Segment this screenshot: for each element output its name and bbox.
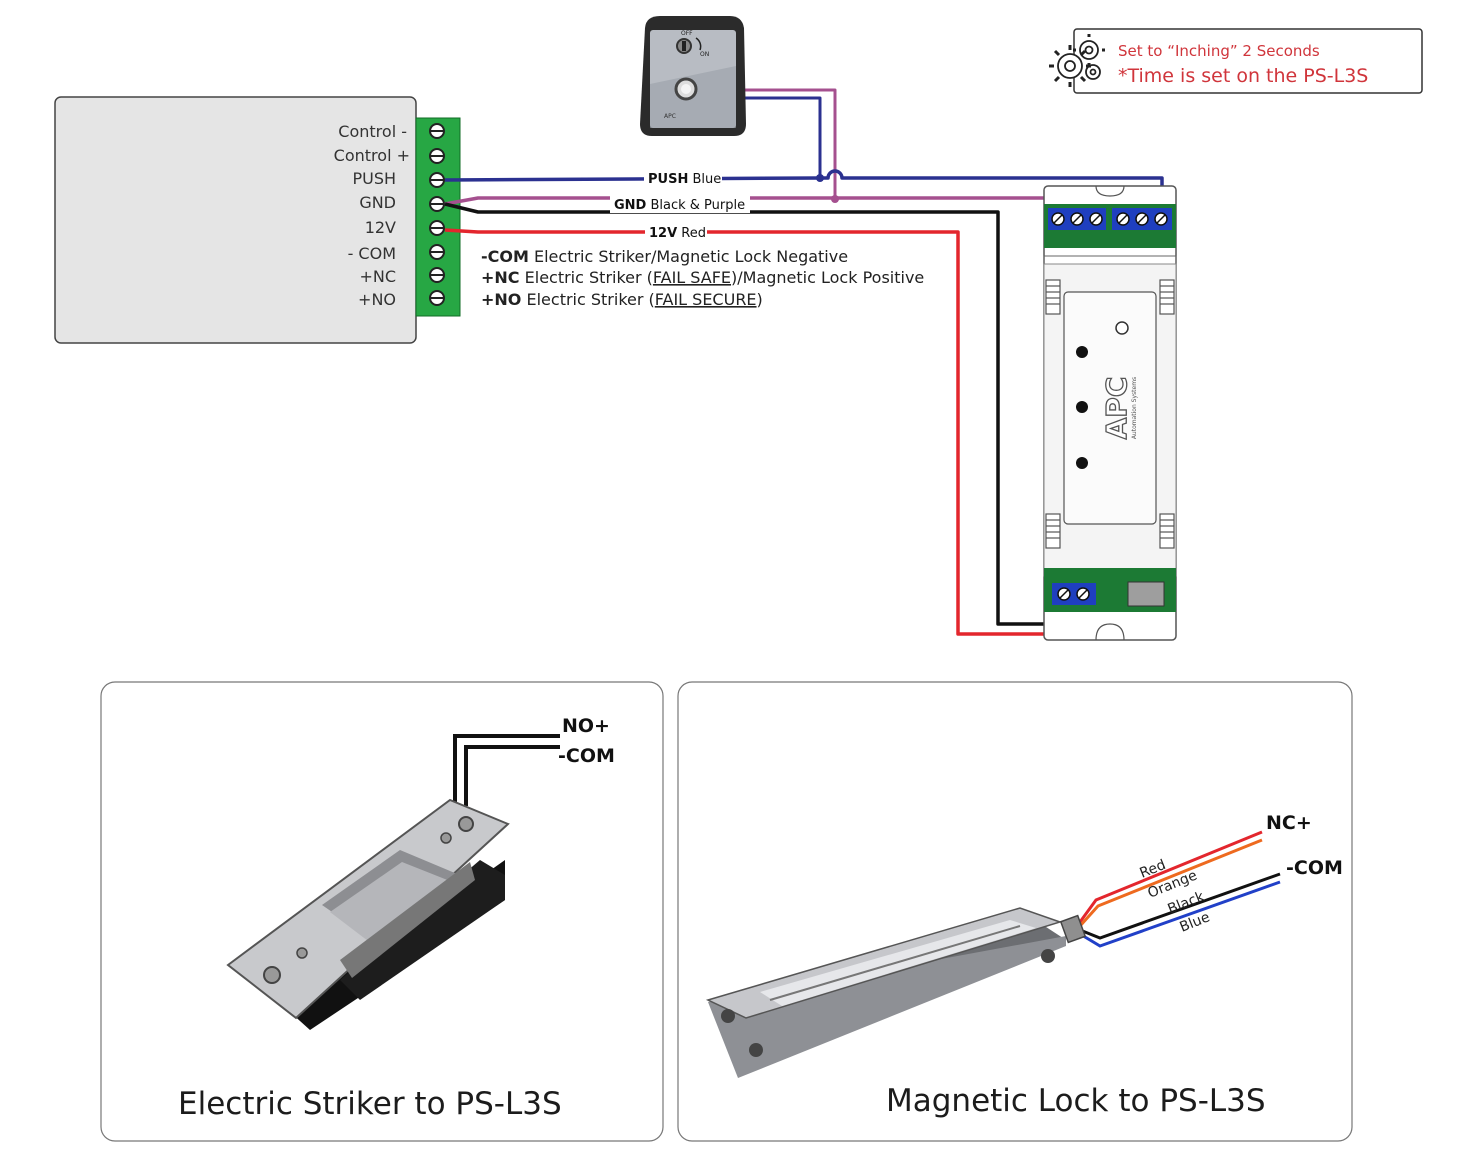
striker-lead-1 (453, 734, 560, 806)
striker-panel-title: Electric Striker to PS-L3S (178, 1086, 562, 1122)
maglock-lead-nc-label: NC+ (1266, 812, 1312, 834)
maglock-panel-title: Magnetic Lock to PS-L3S (886, 1083, 1266, 1119)
key-switch: OFF ON APC (640, 16, 746, 136)
wire-junction-gnd (831, 195, 839, 203)
module-fuse-block (1127, 581, 1165, 607)
switch-off-label: OFF (681, 30, 693, 37)
switch-on-label: ON (700, 51, 709, 58)
magnetic-lock-image (705, 907, 1087, 1078)
note-line1: Set to “Inching” 2 Seconds (1118, 42, 1320, 60)
v12-wire-label: 12V (649, 226, 677, 241)
note-box: Set to “Inching” 2 Seconds *Time is set … (1049, 28, 1423, 94)
wire-junction-push (816, 174, 824, 182)
module-vents (1045, 279, 1175, 549)
gnd-black-wire (444, 202, 1068, 626)
desc-nc: +NC Electric Striker (FAIL SAFE)/Magneti… (481, 268, 924, 287)
module-brand-logo: APC (1100, 377, 1133, 440)
terminal-label-12v: 12V (365, 218, 396, 237)
terminal-label-nc: +NC (359, 267, 396, 286)
terminal-label-no: +NO (358, 290, 396, 309)
maglock-orange-wire (1078, 838, 1263, 928)
module-brand-sub: Automation Systems (1131, 377, 1138, 439)
controller: Control - Control + PUSH GND 12V - COM +… (54, 96, 461, 344)
maglock-blue-wire (1079, 880, 1281, 948)
electric-striker-image (226, 798, 510, 1030)
terminal-label-gnd: GND (359, 193, 396, 212)
striker-lead-2 (464, 745, 560, 806)
terminal-screws (429, 123, 445, 306)
striker-lead-no-label: NO+ (562, 715, 610, 737)
note-line2: *Time is set on the PS-L3S (1118, 65, 1368, 87)
push-wire-color: Blue (692, 172, 721, 187)
push-wire (444, 169, 1164, 210)
terminal-label-control-plus: Control + (334, 146, 410, 165)
terminal-label-com: - COM (348, 244, 396, 263)
gnd-wire-color: Black & Purple (650, 198, 745, 213)
desc-com: -COM Electric Striker/Magnetic Lock Nega… (481, 247, 848, 266)
terminal-block (415, 117, 461, 317)
switch-purple-wire (742, 88, 837, 200)
wire-labels: PUSH Blue GND Black & Purple 12V Red (610, 170, 750, 241)
gnd-wire-label: GND (614, 198, 647, 213)
switch-brand: APC (664, 113, 676, 120)
maglock-lead-com-label: -COM (1286, 857, 1343, 879)
module-bottom-screws (1057, 587, 1090, 601)
maglock-black-wire (1079, 872, 1281, 940)
push-wire-label: PUSH (648, 172, 688, 187)
svg-text:PUSH Blue: PUSH Blue (648, 172, 721, 187)
terminal-label-control-minus: Control - (338, 122, 407, 141)
gnd-purple-wire (444, 196, 1144, 210)
striker-panel: NO+ -COM Electric Striker to PS-L3S (100, 681, 664, 1142)
maglock-panel: Red Orange Black Blue NC+ -COM Magnetic … (677, 681, 1353, 1142)
module-led-icon (1115, 321, 1129, 335)
maglock-red-wire (1078, 830, 1263, 923)
module-dot-1 (1076, 346, 1088, 358)
striker-lead-com-label: -COM (558, 745, 615, 767)
svg-text:GND Black & Purple: GND Black & Purple (614, 198, 745, 213)
switch-blue-wire (742, 96, 822, 178)
module-dot-3 (1076, 457, 1088, 469)
module-top-screws (1051, 212, 1168, 226)
gears-icon (1049, 34, 1105, 87)
terminal-label-push: PUSH (352, 169, 396, 188)
v12-wire-color: Red (681, 226, 706, 241)
timer-module: APC Automation Systems (1043, 185, 1177, 641)
desc-no: +NO Electric Striker (FAIL SECURE) (481, 290, 763, 309)
terminal-descriptions: -COM Electric Striker/Magnetic Lock Nega… (481, 247, 924, 309)
svg-text:12V Red: 12V Red (649, 226, 706, 241)
module-dot-2 (1076, 401, 1088, 413)
